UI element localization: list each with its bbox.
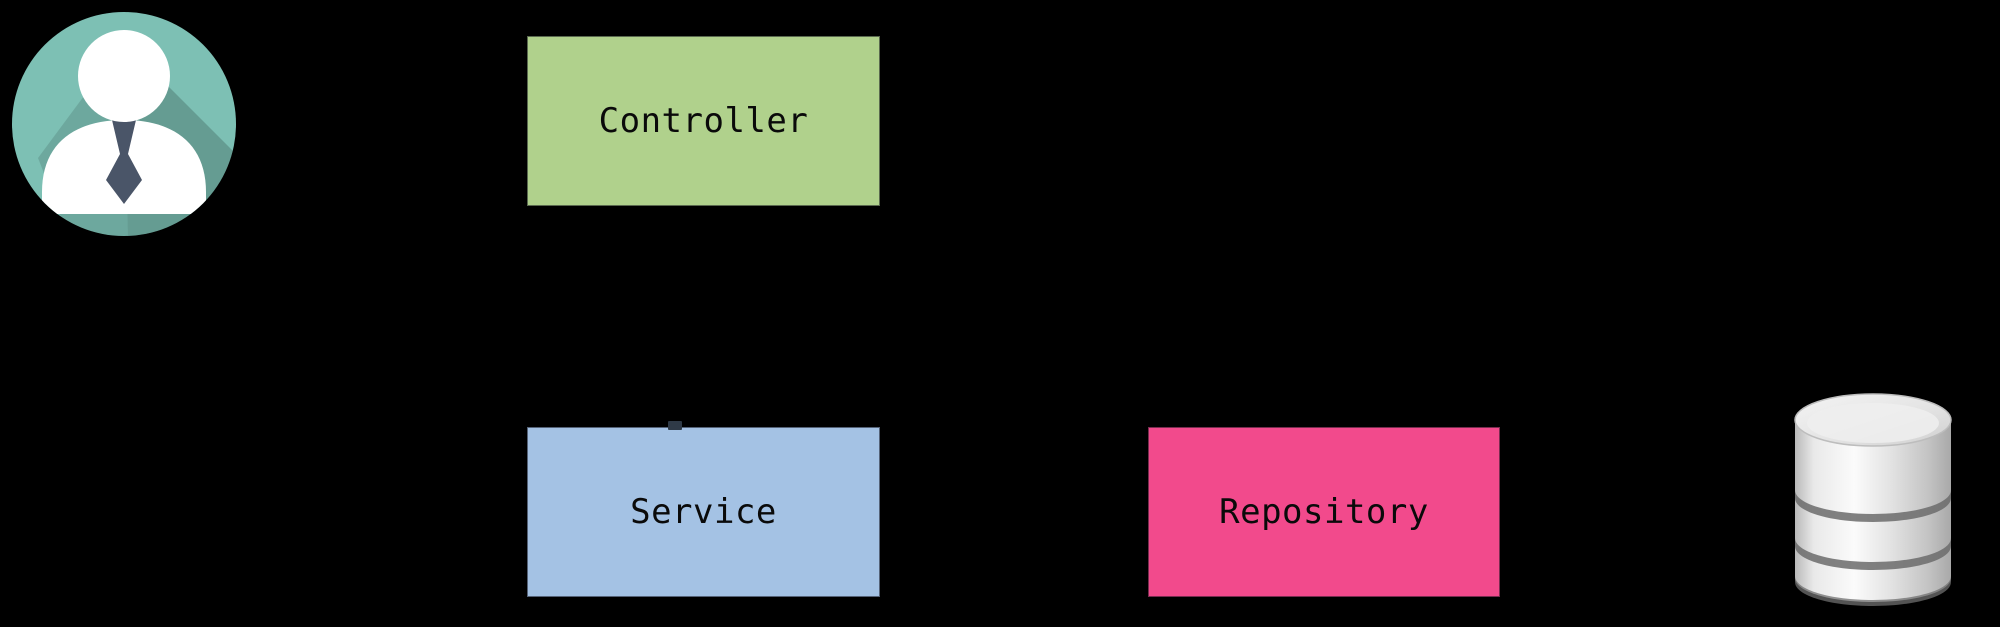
database-icon-disc-separator-1 (1795, 490, 1951, 522)
database-icon-body (1795, 420, 1951, 602)
user-icon-head (78, 30, 170, 122)
database-icon-bottom-rim (1795, 576, 1951, 606)
node-service-label: Service (630, 492, 777, 532)
user-icon-necktie (106, 120, 142, 204)
node-controller[interactable]: Controller (527, 36, 880, 206)
node-controller-label: Controller (598, 101, 809, 141)
node-repository[interactable]: Repository (1148, 427, 1500, 597)
database-icon-disc-separator-2 (1795, 538, 1951, 570)
database-icon-top-inner (1807, 403, 1939, 443)
database-cylinder-icon[interactable] (1775, 378, 1971, 620)
user-avatar-icon[interactable] (8, 8, 240, 240)
service-inbound-arrow-icon (668, 421, 682, 430)
node-repository-label: Repository (1219, 492, 1429, 532)
node-service[interactable]: Service (527, 427, 880, 597)
